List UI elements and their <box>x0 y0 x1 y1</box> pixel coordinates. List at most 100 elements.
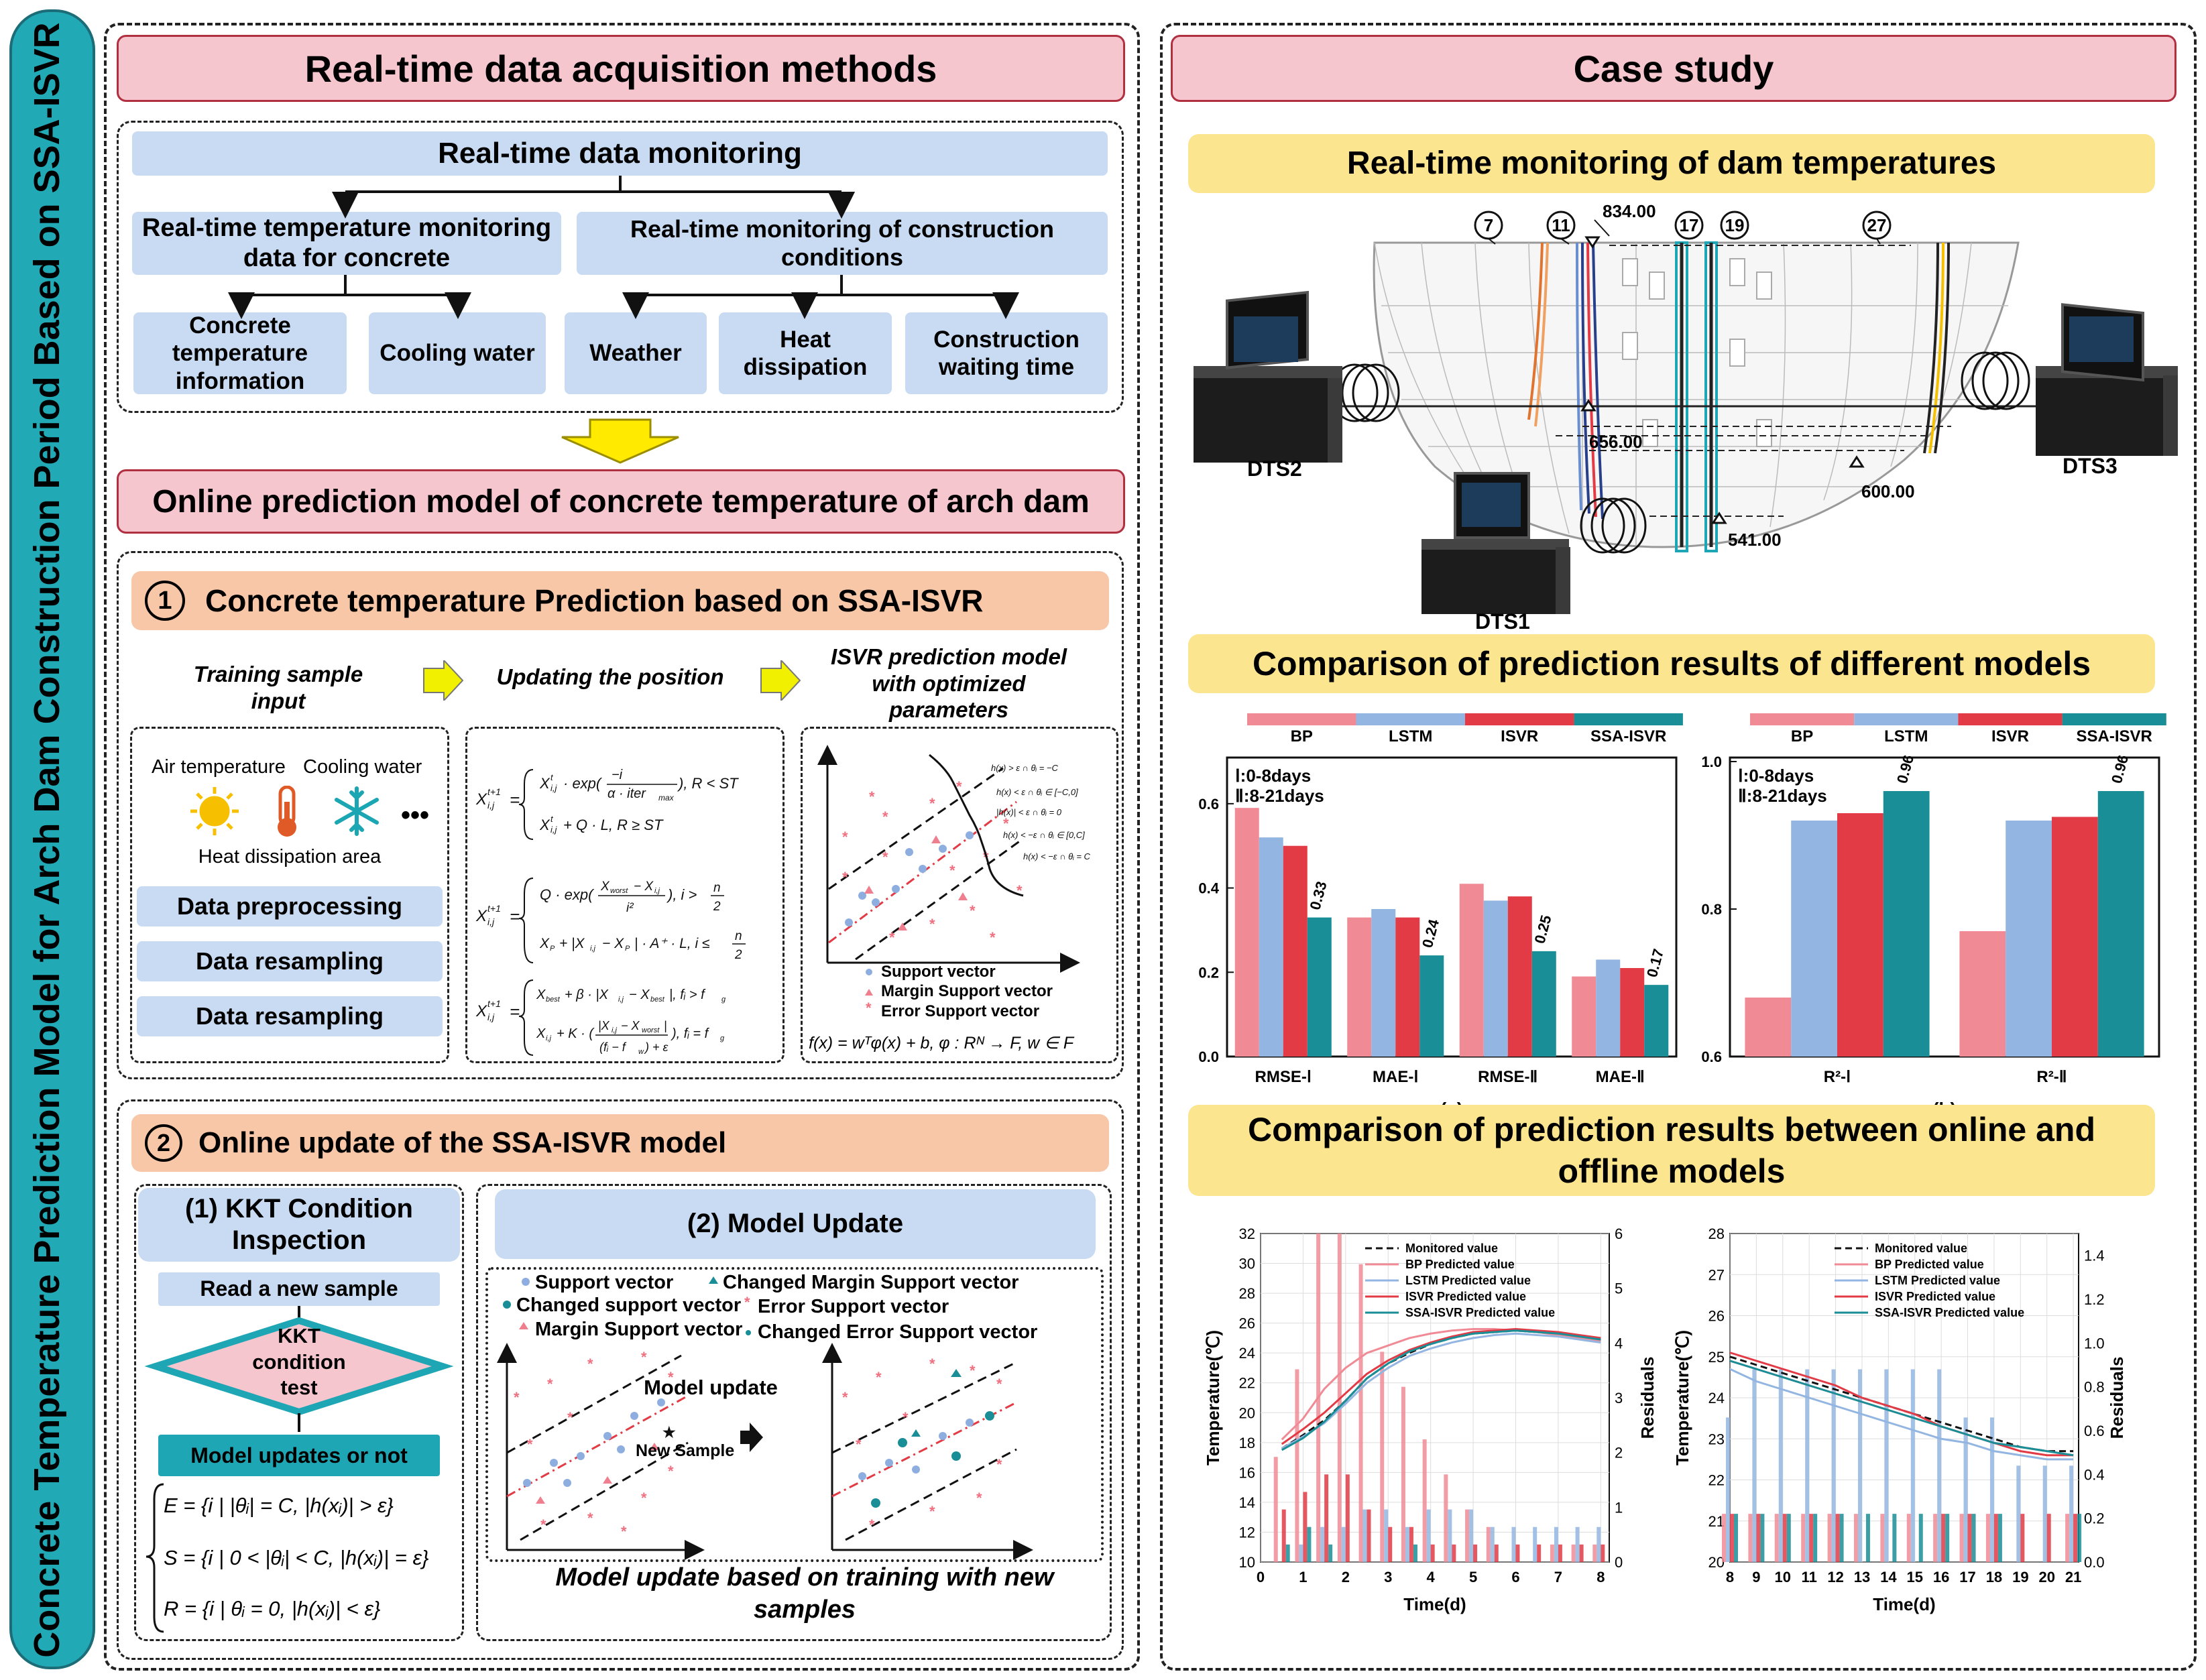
left-panel <box>104 23 1140 1671</box>
x-tick-label: 18 <box>1986 1569 2002 1585</box>
residual-bar <box>1892 1514 1897 1562</box>
svg-text:t+1: t+1 <box>487 998 501 1009</box>
svg-text:i,j: i,j <box>550 825 558 835</box>
x-tick-label: RMSE-Ⅱ <box>1478 1068 1537 1086</box>
section1-number: 1 <box>145 581 185 621</box>
svg-text:t: t <box>550 772 554 782</box>
bar <box>1644 985 1669 1057</box>
sun-icon <box>190 787 239 835</box>
bar <box>2006 821 2052 1057</box>
monitoring-title: Real-time data monitoring <box>132 131 1108 176</box>
residual-bar <box>1413 1544 1417 1562</box>
legend-label: SSA-ISVR <box>1590 727 1666 745</box>
residual-bar <box>1285 1544 1290 1562</box>
residual-bar <box>1430 1544 1435 1562</box>
residual-bar <box>1465 1509 1470 1562</box>
dts1-device-icon <box>1421 472 1570 614</box>
new-sample-label: New Sample <box>636 1441 734 1460</box>
step-preprocessing: Data preprocessing <box>137 886 443 926</box>
dam-title: Real-time monitoring of dam temperatures <box>1188 134 2155 193</box>
section2-header: 2 Online update of the SSA-ISVR model <box>131 1114 1109 1172</box>
bar <box>1507 896 1532 1057</box>
residual-bar <box>1782 1514 1787 1562</box>
svg-text:*: * <box>869 1516 875 1533</box>
y-tick-label: 0.4 <box>1198 880 1219 897</box>
right-arrow-icon <box>740 1423 763 1452</box>
h-label: h(x) < ε ∩ θᵢ ∈ [−C,0] <box>996 787 1078 797</box>
residual-bar <box>1959 1514 1964 1562</box>
legend-label: BP Predicted value <box>1875 1258 1984 1271</box>
residual-bar <box>1945 1514 1950 1562</box>
svg-text:*: * <box>587 1356 593 1372</box>
x-tick-label: 20 <box>2038 1569 2054 1585</box>
residual-bar <box>1985 1514 1990 1562</box>
residual-bar <box>1494 1544 1499 1562</box>
residual-bar <box>1571 1544 1576 1562</box>
model-update-label: Model update <box>644 1376 778 1399</box>
y-tick-label: 20 <box>1239 1404 1255 1421</box>
flow-arrows <box>423 660 801 701</box>
residual-bar <box>1558 1544 1562 1562</box>
legend-label: SSA-ISVR <box>2077 727 2152 745</box>
svg-text:*: * <box>668 1369 674 1386</box>
svg-text:*: * <box>996 1376 1002 1392</box>
right-panel <box>1160 23 2197 1671</box>
x-tick-label: 21 <box>2065 1569 2081 1585</box>
residual-bar <box>1388 1526 1393 1562</box>
svg-text:P: P <box>550 945 555 953</box>
y-tick-label: 23 <box>1708 1431 1725 1447</box>
svg-text:X: X <box>539 817 550 833</box>
x-tick-label: 14 <box>1880 1569 1897 1585</box>
y-tick-label: 0.0 <box>1198 1048 1219 1065</box>
residual-bar <box>1533 1526 1537 1562</box>
residual-bar <box>1384 1509 1389 1562</box>
residual-bar <box>1601 1544 1605 1562</box>
y-tick-label: 21 <box>1708 1513 1725 1530</box>
y-tick-label: 24 <box>1708 1390 1725 1406</box>
y-tick-label: 16 <box>1239 1464 1255 1481</box>
more-dots: ••• <box>401 800 430 830</box>
svg-text:best: best <box>546 996 561 1004</box>
residual-bar <box>2073 1514 2078 1562</box>
residual-bar <box>1380 1352 1385 1562</box>
residual-bar <box>1933 1514 1938 1562</box>
svg-text:*: * <box>929 1503 935 1520</box>
svg-text:*: * <box>842 829 848 845</box>
residual-bar <box>1774 1514 1779 1562</box>
sidebar <box>9 9 95 1669</box>
svg-text:*: * <box>514 1389 520 1406</box>
y-tick-label: 0.8 <box>1701 901 1722 918</box>
residual-bar <box>2065 1514 2070 1562</box>
residual-bar <box>1575 1526 1580 1562</box>
x-axis-label: Time(d) <box>1403 1594 1466 1614</box>
elevation-541: 541.00 <box>1728 530 1782 550</box>
svg-text:*: * <box>866 1000 872 1016</box>
svg-text:*: * <box>842 1389 848 1406</box>
residual-bar <box>1937 1369 1942 1562</box>
bar <box>1572 976 1597 1057</box>
residual-bar <box>1786 1514 1791 1562</box>
svr-plot: *************** h(x) > ε ∩ θᵢ = −C h(x) … <box>809 745 1091 1053</box>
svg-text:− X: − X <box>634 880 654 894</box>
y2-tick-label: 0 <box>1615 1554 1623 1571</box>
down-arrow-icon <box>561 418 679 464</box>
svr-legend-margin: Margin Support vector <box>881 982 1053 1000</box>
svr-plot-box <box>801 727 1118 1063</box>
residual-bar <box>1993 1514 1998 1562</box>
y2-tick-label: 1.0 <box>2084 1335 2105 1352</box>
residual-bar <box>1971 1514 1976 1562</box>
x-tick-label: R²-Ⅱ <box>2036 1068 2067 1086</box>
x-tick-label: 1 <box>1299 1569 1307 1585</box>
section1-header: 1 Concrete temperature Prediction based … <box>131 571 1109 630</box>
model-header: Online prediction model of concrete temp… <box>117 469 1125 534</box>
svg-text:*: * <box>929 916 935 933</box>
svg-text:*: * <box>990 929 996 946</box>
svg-text:· exp(: · exp( <box>563 775 603 792</box>
chart-label: (a) <box>1440 1099 1463 1106</box>
leaf-weather: Weather <box>565 312 707 394</box>
residual-bar <box>2042 1465 2047 1562</box>
update-legend-changed-support: Changed support vector <box>516 1295 741 1316</box>
series-line <box>1729 1368 2074 1461</box>
svg-text:+ Q · L, R ≥ ST: + Q · L, R ≥ ST <box>563 817 664 833</box>
